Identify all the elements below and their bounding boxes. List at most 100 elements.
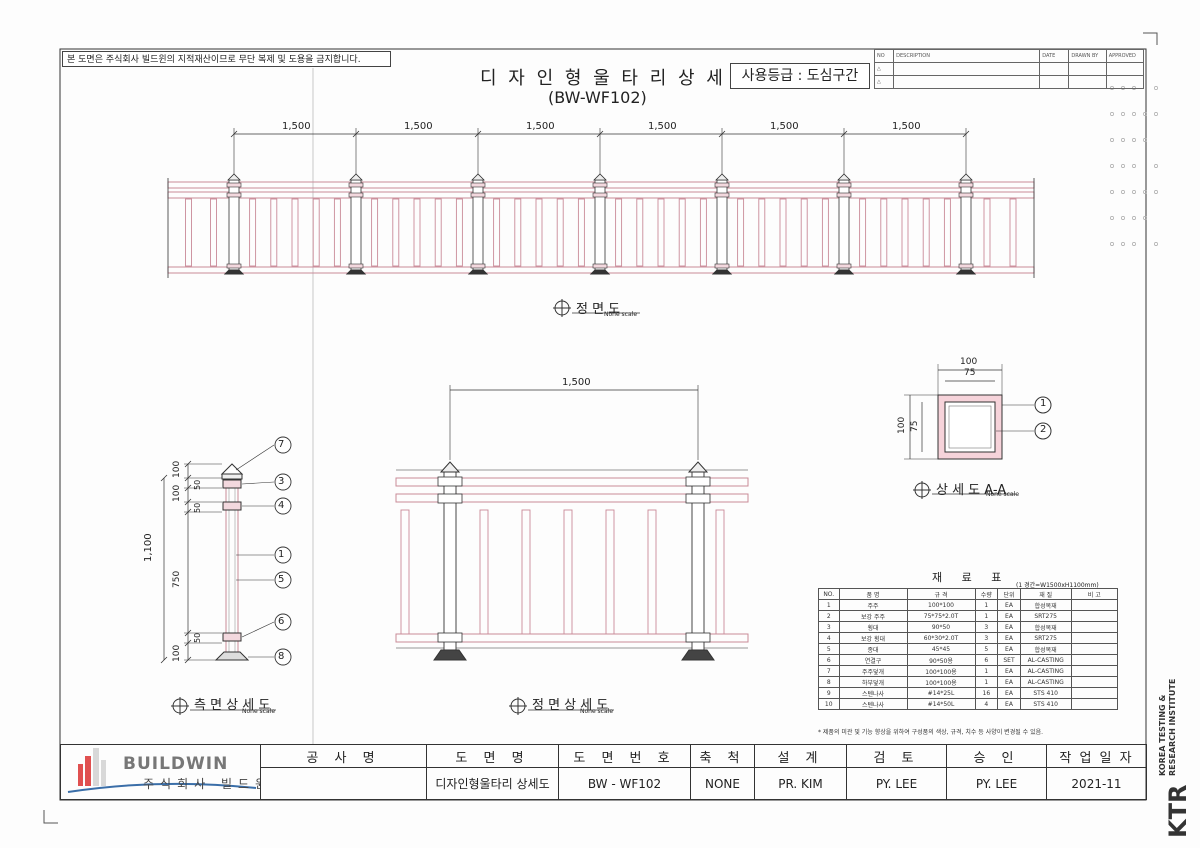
stamp-dot: [1110, 164, 1114, 168]
materials-cell: [1070, 643, 1119, 655]
materials-cell: STS 410: [1019, 698, 1072, 710]
materials-cell: 1: [974, 676, 999, 688]
baluster: [312, 198, 320, 267]
materials-cell: 100*100용: [906, 676, 976, 688]
materials-cell: [1070, 654, 1119, 666]
side-dim: 100: [172, 644, 182, 662]
dim-tick: [840, 130, 848, 138]
materials-cell: SRT275: [1019, 632, 1072, 644]
materials-cell: 보강 횡대: [838, 632, 908, 644]
connector: [437, 476, 463, 487]
callout-number: 6: [278, 616, 285, 627]
dim-tick: [184, 629, 192, 637]
materials-cell: EA: [997, 676, 1021, 688]
connector: [714, 192, 730, 198]
side-dim: 50: [193, 479, 202, 490]
materials-cell: EA: [997, 698, 1021, 710]
post-cap: [471, 173, 485, 181]
section-a-a: [904, 364, 1052, 460]
post-base: [833, 269, 855, 275]
dim-tick: [160, 474, 168, 482]
stamp-dot: [1110, 216, 1114, 220]
dim-tick: [474, 130, 482, 138]
materials-cell: 연결구: [838, 654, 908, 666]
side-detail-label: 측 면 상 세 도: [194, 698, 271, 713]
post-cap: [349, 173, 363, 181]
callout-circle: [274, 546, 292, 564]
front-view-span: 1,500: [404, 121, 433, 132]
post-base: [345, 269, 367, 275]
connector: [470, 263, 486, 269]
materials-cell: 주주: [838, 599, 908, 611]
baluster: [657, 198, 665, 267]
materials-cell: [1070, 632, 1119, 644]
callout-number: 1: [1040, 398, 1047, 409]
ktr-mark: KTR: [1164, 785, 1192, 838]
baluster: [400, 509, 410, 635]
stamp-dot: [1143, 138, 1147, 142]
materials-cell: 3: [974, 621, 999, 633]
materials-cell: 100*100: [906, 599, 976, 611]
baluster: [563, 509, 573, 635]
materials-cell: SRT275: [1019, 610, 1072, 622]
logo-cell: BUILDWIN 주식회사 빌드윈: [60, 744, 261, 800]
section-inner-height: 75: [910, 420, 920, 432]
materials-cell: 합성목재: [1019, 621, 1072, 633]
connector: [348, 182, 364, 188]
baluster: [479, 509, 489, 635]
value-drawing-no: BW - WF102: [558, 767, 691, 800]
baluster: [678, 198, 686, 267]
baluster: [434, 198, 442, 267]
stamp-dot: [1132, 138, 1136, 142]
header-drawing-name: 도 면 명: [426, 744, 559, 768]
dim-tick: [718, 130, 726, 138]
callout-circle: [274, 613, 292, 631]
front-view-scale: None scale: [604, 311, 638, 318]
baluster: [270, 198, 278, 267]
baluster: [1009, 198, 1017, 267]
materials-cell: [1070, 676, 1119, 688]
stamp-dot: [1132, 216, 1136, 220]
connector: [836, 192, 852, 198]
stamp-dot: [1143, 190, 1147, 194]
baluster: [880, 198, 888, 267]
copyright-notice: 본 도면은 주식회사 빌드윈의 지적재산이므로 무단 복제 및 도용을 금지합니…: [62, 51, 391, 67]
materials-cell: 횡대: [838, 621, 908, 633]
baluster: [535, 198, 543, 267]
leader-line: [235, 444, 275, 471]
materials-cell: 90*50: [906, 621, 976, 633]
dim-tick: [184, 508, 192, 516]
dim-tick: [962, 130, 970, 138]
header-design: 설 계: [754, 744, 847, 768]
materials-cell: 1: [974, 599, 999, 611]
dim-tick: [184, 460, 192, 468]
materials-header-cell: NO.: [818, 588, 840, 600]
header-scale: 축 척: [690, 744, 755, 768]
value-approve: PY. LEE: [946, 767, 1047, 800]
front-view: [167, 128, 1035, 278]
dim-tick: [230, 130, 238, 138]
callout-circle: [274, 497, 292, 515]
post-base: [223, 269, 245, 275]
materials-cell: [1070, 599, 1119, 611]
dim-tick: [184, 498, 192, 506]
materials-header-cell: 비 고: [1070, 588, 1119, 600]
connector: [714, 182, 730, 188]
dim-tick: [352, 130, 360, 138]
dim-tick: [184, 484, 192, 492]
stamp-dot: [1121, 242, 1125, 246]
baluster: [371, 198, 379, 267]
callout-number: 5: [278, 574, 285, 585]
side-dim: 50: [193, 632, 202, 643]
materials-cell: 3: [974, 632, 999, 644]
stamp-dot: [1121, 164, 1125, 168]
materials-cell: EA: [997, 687, 1021, 699]
materials-cell: #14*50L: [906, 698, 976, 710]
baluster: [291, 198, 299, 267]
materials-title: 재 료 표: [932, 571, 1010, 584]
post-cap: [593, 173, 607, 181]
materials-cell: 1: [974, 665, 999, 677]
